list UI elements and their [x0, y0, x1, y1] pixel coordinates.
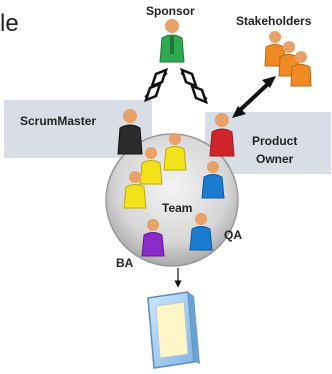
team-member-blue-1-person-icon [201, 161, 225, 199]
team-member-yellow-3-person-icon [123, 171, 147, 209]
scrum-master-person-icon [117, 109, 143, 155]
qa-label: QA [224, 228, 242, 242]
sponsor-productowner-arrow [179, 67, 209, 105]
product-owner-label-line2: Owner [256, 152, 294, 166]
product-owner-person-icon [209, 113, 235, 157]
team-member-ba-person-icon [141, 219, 165, 257]
product-owner-label-line1: Product [252, 134, 298, 148]
stakeholders-label: Stakeholders [236, 14, 312, 28]
sponsor-scrummaster-arrow [143, 67, 169, 103]
ba-label: BA [116, 256, 134, 270]
product-device-icon [147, 291, 200, 369]
sponsor-label: Sponsor [146, 4, 195, 18]
team-member-qa-person-icon [189, 213, 213, 251]
scrum-master-label: ScrumMaster [20, 114, 97, 128]
stakeholders-person-icon [264, 31, 312, 87]
team-member-yellow-2-person-icon [163, 133, 187, 171]
stakeholders-productowner-arrow [232, 76, 276, 118]
team-label: Team [162, 201, 193, 215]
team-member-yellow-1-person-icon [139, 147, 163, 185]
sponsor-person-icon [159, 19, 185, 63]
partial-title: le [0, 10, 19, 37]
